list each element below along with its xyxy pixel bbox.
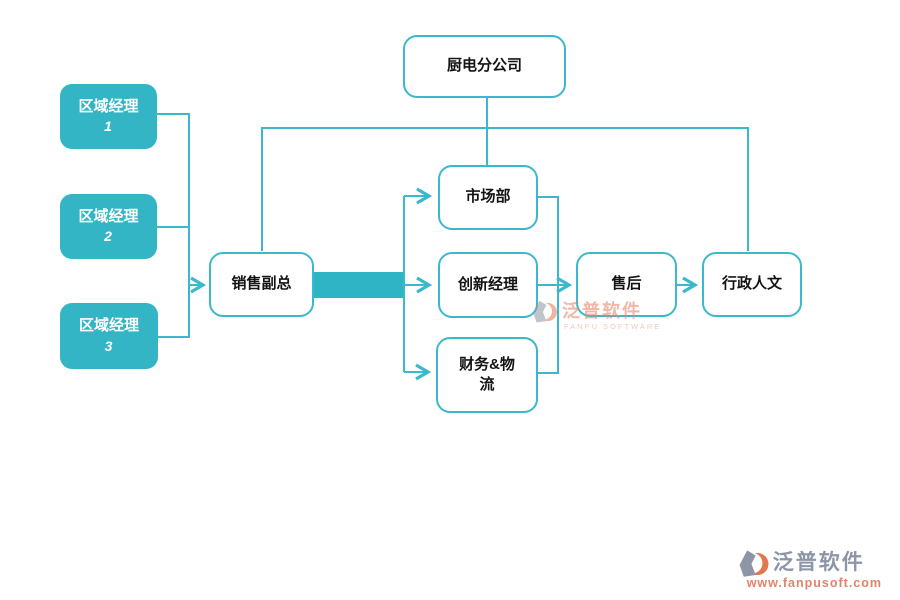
node-after-sales-label: 售后 bbox=[611, 275, 642, 293]
node-rm3-label: 区域经理 bbox=[78, 317, 139, 335]
node-rm2-number: 2 bbox=[104, 228, 113, 245]
node-admin-hr-label: 行政人文 bbox=[721, 275, 782, 293]
footer-watermark: 泛普软件 www.fanpusoft.com bbox=[737, 546, 882, 590]
footer-watermark-brand: 泛普软件 bbox=[772, 551, 865, 574]
node-regional-manager-1[interactable]: 区域经理 1 bbox=[60, 84, 157, 149]
node-marketing-label: 市场部 bbox=[465, 188, 511, 206]
node-innovation-label: 创新经理 bbox=[457, 275, 518, 293]
edge-top-rail bbox=[261, 127, 749, 251]
node-rm1-number: 1 bbox=[104, 118, 113, 135]
edge-salesvp-bar bbox=[314, 272, 404, 298]
node-sales-vp[interactable]: 销售副总 bbox=[209, 252, 314, 317]
node-company-label: 厨电分公司 bbox=[446, 57, 522, 75]
edges bbox=[157, 98, 749, 381]
node-admin-hr[interactable]: 行政人文 bbox=[702, 252, 802, 317]
edge-rm-bus bbox=[157, 113, 190, 338]
fanpu-footer-logo-icon bbox=[737, 546, 771, 587]
node-regional-manager-2[interactable]: 区域经理 2 bbox=[60, 194, 157, 259]
node-rm3-number: 3 bbox=[104, 337, 114, 354]
node-after-sales[interactable]: 售后 bbox=[576, 252, 677, 317]
node-rm1-label: 区域经理 bbox=[78, 97, 139, 115]
footer-watermark-url[interactable]: www.fanpusoft.com bbox=[746, 576, 882, 590]
node-finance-label: 财务&物流 bbox=[459, 355, 515, 393]
node-rm2-label: 区域经理 bbox=[78, 207, 139, 225]
node-sales-vp-label: 销售副总 bbox=[231, 275, 292, 293]
node-marketing[interactable]: 市场部 bbox=[438, 165, 538, 230]
node-finance-logistics[interactable]: 财务&物流 bbox=[436, 337, 538, 413]
node-regional-manager-3[interactable]: 区域经理 3 bbox=[60, 303, 158, 369]
node-innovation-manager[interactable]: 创新经理 bbox=[438, 252, 538, 318]
node-company[interactable]: 厨电分公司 bbox=[403, 35, 566, 98]
